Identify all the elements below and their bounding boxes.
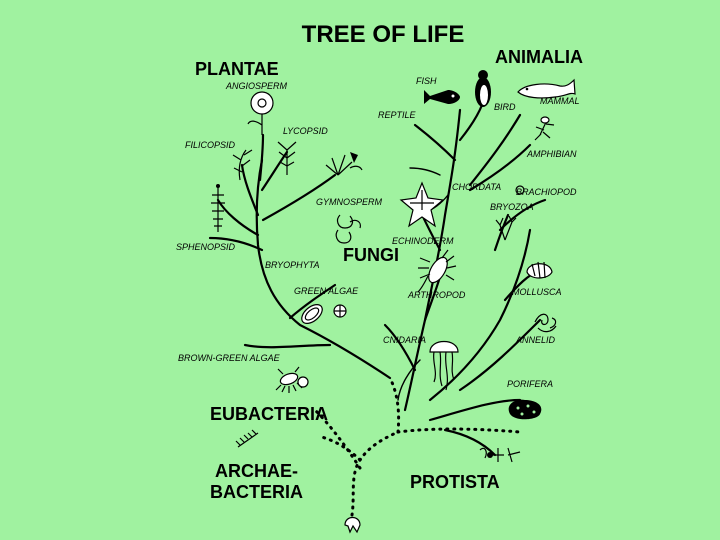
label-mollusca: MOLLUSCA	[512, 287, 562, 297]
jellyfish-icon	[429, 340, 459, 391]
branch-angiosperm	[258, 133, 265, 182]
brachiopod-icon	[515, 185, 525, 195]
label-angiosperm: ANGIOSPERM	[225, 81, 288, 91]
fern-icon	[232, 149, 253, 181]
branch-brown-green-algae	[243, 343, 332, 349]
branch-gymnosperm	[261, 173, 337, 222]
branch-amphibian	[468, 143, 532, 192]
branch-filicopsid	[240, 163, 260, 217]
cycad-icon	[325, 152, 363, 176]
branch-animal-right	[428, 228, 532, 402]
starfish-icon	[399, 181, 445, 228]
label-green-algae: GREEN ALGAE	[294, 286, 359, 296]
flower-icon	[247, 91, 274, 135]
trunk-main	[388, 376, 401, 434]
fungi-icon	[335, 214, 361, 244]
label-fungi: FUNGI	[343, 245, 399, 265]
twig-3	[397, 359, 421, 401]
label-archaebacteria-1: ARCHAE-	[215, 461, 298, 481]
labels: TREE OF LIFE PLANTAE ANIMALIA FUNGI EUBA…	[176, 21, 583, 502]
branch-protista-fork	[443, 428, 497, 457]
mammal-icon	[517, 78, 576, 99]
arthropod-icon	[417, 249, 457, 293]
label-annelid: ANNELID	[515, 335, 556, 345]
label-brown-green-algae: BROWN-GREEN ALGAE	[178, 353, 281, 363]
label-brachiopod: BRACHIOPOD	[516, 187, 577, 197]
branch-annelid	[458, 318, 542, 392]
label-echinoderm: ECHINODERM	[392, 236, 454, 246]
sponge-icon	[508, 399, 542, 420]
branch-plant-main	[255, 158, 392, 380]
amphibian-icon	[534, 116, 555, 141]
organism-illustrations	[211, 70, 576, 534]
label-plantae: PLANTAE	[195, 59, 279, 79]
branch-lycopsid	[260, 150, 289, 192]
label-porifera: PORIFERA	[507, 379, 553, 389]
label-arthropod: ARTHROPOD	[407, 290, 466, 300]
label-protista: PROTISTA	[410, 472, 500, 492]
label-reptile: REPTILE	[378, 110, 417, 120]
label-amphibian: AMPHIBIAN	[526, 149, 577, 159]
label-archaebacteria-2: BACTERIA	[210, 482, 303, 502]
trunk-protista	[396, 427, 522, 434]
label-chordata: CHORDATA	[452, 182, 501, 192]
brown-green-algae-icon	[275, 366, 309, 393]
label-mammal: MAMMAL	[540, 96, 580, 106]
trunk-eubacteria	[313, 408, 362, 470]
lycopsid-icon	[277, 141, 297, 175]
green-algae-icon	[301, 304, 347, 324]
trunk-lower	[350, 430, 400, 517]
label-bryophyta: BRYOPHYTA	[265, 260, 320, 270]
branch-porifera	[428, 398, 522, 422]
branch-sphenopsid	[216, 198, 260, 237]
label-gymnosperm: GYMNOSPERM	[316, 197, 383, 207]
label-bird: BIRD	[494, 102, 516, 112]
branch-green-algae	[288, 283, 337, 320]
tree-branches	[208, 103, 547, 517]
label-cnidaria: CNIDARIA	[383, 335, 426, 345]
label-fish: FISH	[416, 76, 437, 86]
label-sphenopsid: SPHENOPSID	[176, 242, 236, 252]
archaebacteria-icon	[344, 516, 361, 534]
bryozoa-icon	[495, 215, 517, 241]
twig-1	[409, 167, 441, 176]
label-eubacteria: EUBACTERIA	[210, 404, 328, 424]
bird-icon	[475, 70, 491, 107]
branch-bryophyta	[208, 236, 264, 252]
branch-cnidaria	[383, 323, 417, 372]
branch-bryozoa	[493, 213, 510, 252]
horsetail-icon	[211, 184, 225, 232]
label-animalia: ANIMALIA	[495, 47, 583, 67]
branch-reptile	[413, 123, 457, 162]
branch-bird	[458, 103, 484, 142]
trunk-archae	[316, 434, 362, 462]
annelid-icon	[534, 313, 557, 333]
label-bryozoa: BRYOZOA	[490, 202, 534, 212]
page-title: TREE OF LIFE	[302, 21, 465, 48]
fish-icon	[424, 90, 460, 104]
label-lycopsid: LYCOPSID	[283, 126, 328, 136]
mollusca-icon	[526, 261, 553, 279]
eubacteria-icon	[235, 429, 259, 448]
branch-mammal	[468, 113, 522, 187]
label-filicopsid: FILICOPSID	[185, 140, 236, 150]
protista-icon	[479, 447, 521, 463]
